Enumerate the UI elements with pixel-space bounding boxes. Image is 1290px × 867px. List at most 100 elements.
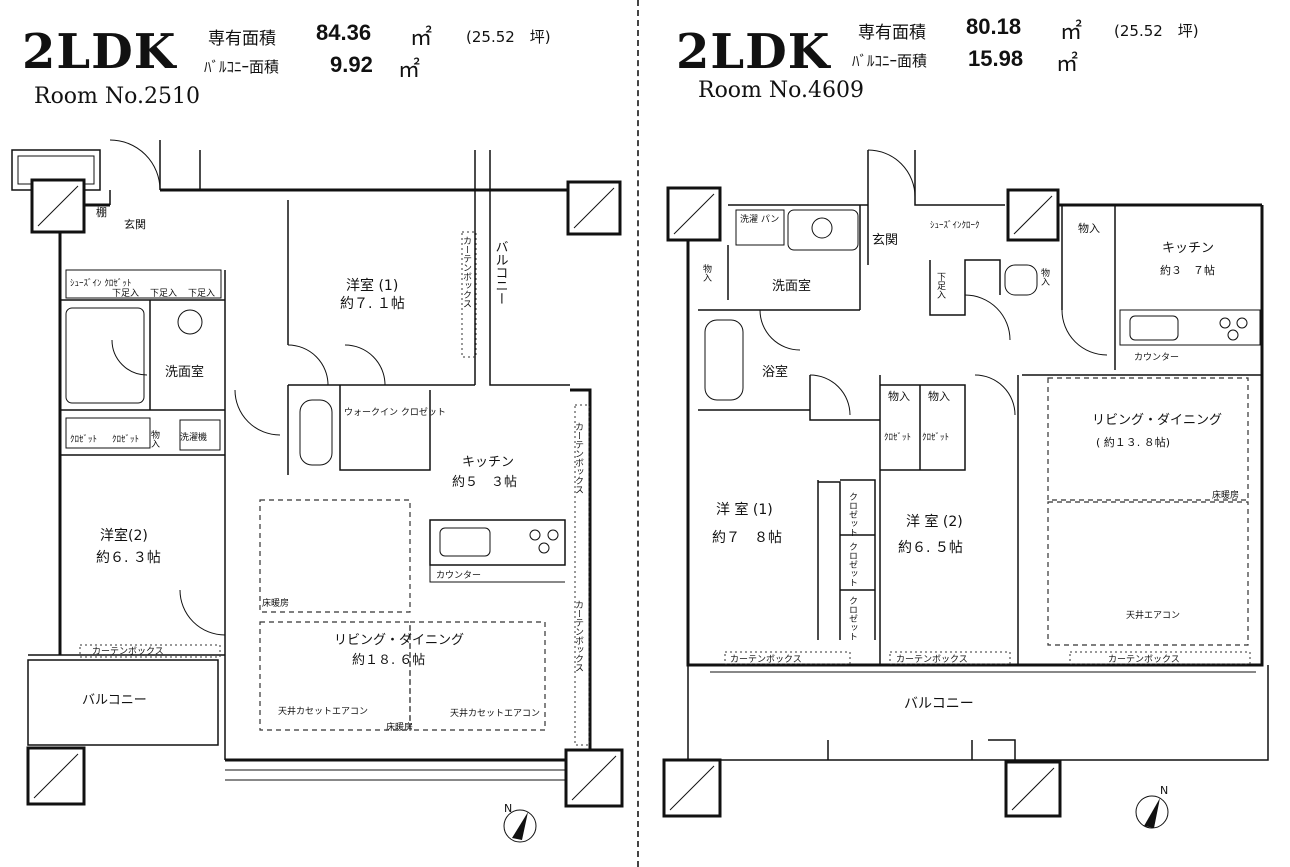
right-label-laundry: 洗濯 パン	[740, 213, 779, 225]
right-balcony-area-value: 15.98	[968, 46, 1024, 71]
left-label-kutsu: ｼｭｰｽﾞｲﾝ ｸﾛｾﾞｯﾄ	[70, 278, 131, 289]
right-compass-icon	[1135, 795, 1169, 829]
right-label-curtain-box2: カーテンボックス	[896, 654, 968, 665]
right-label-balcony: バルコニー	[904, 696, 974, 712]
left-column-tr	[566, 180, 622, 236]
left-label-aircon2: 天井カセットエアコン	[450, 707, 540, 719]
right-label-kitchen-size: 約３ ７帖	[1160, 263, 1215, 277]
right-label-western1: 洋 室 (1)	[716, 501, 773, 518]
right-bathtub	[704, 319, 744, 401]
right-balcony-area-unit: ㎡	[1056, 51, 1079, 76]
left-floor-heat-area-1	[259, 499, 411, 613]
right-label-storage4: 物入	[928, 389, 950, 403]
right-compass-label: N	[1160, 784, 1168, 797]
left-label-western1-size: 約７. １帖	[340, 296, 405, 312]
left-wash-basin	[177, 309, 203, 335]
right-label-storage2: 物入	[1039, 267, 1050, 286]
right-label-aircon: 天井エアコン	[1126, 609, 1180, 621]
left-label-western2-size: 約６. ３帖	[96, 550, 161, 566]
left-label-counter: カウンター	[436, 570, 481, 581]
left-column-br	[564, 748, 624, 808]
left-floor-plan	[11, 139, 624, 808]
right-exclusive-area-unit: ㎡	[1060, 19, 1083, 44]
right-label-counter: カウンター	[1134, 352, 1179, 363]
left-bathtub	[65, 307, 145, 404]
left-label-curtain-box-v3: カーテンボックス	[573, 600, 584, 672]
right-plan-type: 2LDK	[676, 24, 831, 80]
left-label-storage2: 下足入	[150, 288, 177, 299]
left-label-balcony-bottom: バルコニー	[82, 693, 147, 708]
right-label-kitchen: キッチン	[1162, 241, 1214, 256]
right-label-ldk-size: ( 約１３. ８帖)	[1096, 435, 1170, 449]
right-label-ldk: リビング・ダイニング	[1092, 413, 1222, 428]
right-label-storage1: 物入	[1078, 221, 1100, 235]
right-balcony-area-label: ﾊﾞﾙｺﾆｰ面積	[852, 52, 928, 70]
right-label-curtain-box3: カーテンボックス	[1108, 654, 1180, 665]
left-balcony-area-label: ﾊﾞﾙｺﾆｰ面積	[204, 58, 280, 76]
left-kitchen-counter	[429, 519, 566, 566]
left-label-floor-heat1: 床暖房	[262, 597, 289, 609]
left-label-western1: 洋室 (1)	[346, 277, 398, 294]
right-label-western2: 洋 室 (2)	[906, 513, 963, 530]
right-label-washroom: 洗面室	[772, 278, 811, 294]
left-label-closet2: ｸﾛｾﾞｯﾄ	[112, 434, 139, 445]
right-floor-plan	[662, 149, 1269, 818]
left-toilet	[299, 399, 333, 466]
left-label-kitchen-size: 約５ ３帖	[452, 475, 517, 490]
left-column-tl	[30, 178, 86, 234]
right-tsubo: (25.52 坪)	[1114, 22, 1199, 40]
left-label-curtain-box-h: カーテンボックス	[92, 646, 164, 657]
left-label-kitchen: キッチン	[462, 455, 514, 470]
left-exclusive-area-value: 84.36	[316, 20, 372, 45]
left-column-bl	[26, 746, 86, 806]
right-floor-heat-area	[1047, 377, 1249, 501]
right-label-shoes-storage: 下足入	[935, 272, 946, 299]
left-label-curtain-box-v1: カーテンボックス	[461, 236, 472, 308]
left-label-ldk-size: 約１８. ６帖	[352, 653, 425, 668]
right-label-closet-a: クロゼット	[847, 492, 858, 537]
left-compass-icon	[503, 809, 537, 843]
right-column-bl	[662, 758, 722, 818]
left-label-closet1: ｸﾛｾﾞｯﾄ	[70, 434, 97, 445]
left-label-entrance: 玄関	[124, 217, 146, 231]
right-room-number: Room No.4609	[698, 78, 864, 103]
left-bottom-balcony	[27, 659, 219, 746]
left-sink	[439, 527, 491, 557]
left-tsubo: (25.52 坪)	[466, 28, 551, 46]
left-label-ldk: リビング・ダイニング	[334, 633, 464, 648]
left-label-storage3: 下足入	[188, 288, 215, 299]
left-label-storage1: 下足入	[112, 288, 139, 299]
left-compass-label: N	[504, 802, 512, 815]
right-label-western2-size: 約６. ５帖	[898, 540, 963, 556]
right-column-tm	[1006, 188, 1060, 242]
left-label-curtain-box-v2: カーテンボックス	[573, 422, 584, 494]
right-label-closet1: ｸﾛｾﾞｯﾄ	[884, 432, 911, 443]
right-column-tl	[666, 186, 722, 242]
right-exclusive-area-label: 専有面積	[858, 23, 926, 43]
right-exclusive-area-value: 80.18	[966, 14, 1022, 39]
left-label-laundry: 洗濯機	[180, 431, 207, 443]
left-balcony-area-unit: ㎡	[398, 57, 421, 82]
left-label-shoes: 棚	[96, 205, 107, 219]
right-balcony	[687, 665, 1269, 761]
right-label-storage-left: 物入	[701, 263, 712, 282]
left-label-aircon1: 天井カセットエアコン	[278, 705, 368, 717]
right-label-shoes-closet: ｼｭｰｽﾞｲﾝｸﾛｰｸ	[930, 220, 980, 231]
right-column-bm	[1004, 760, 1062, 818]
right-toilet	[1004, 264, 1038, 296]
left-label-balcony-side: バルコニー	[493, 240, 509, 305]
left-exclusive-area-label: 専有面積	[208, 29, 276, 49]
left-label-washroom: 洗面室	[165, 364, 204, 380]
right-label-closet2: ｸﾛｾﾞｯﾄ	[922, 432, 949, 443]
right-label-closet-b: クロゼット	[847, 542, 858, 587]
right-label-curtain-box1: カーテンボックス	[730, 654, 802, 665]
center-divider	[637, 0, 639, 867]
left-label-floor-heat2: 床暖房	[386, 721, 413, 733]
right-label-western1-size: 約７ ８帖	[712, 530, 782, 546]
left-label-western2: 洋室(2)	[100, 527, 148, 544]
right-label-closet-c: クロゼット	[847, 596, 858, 641]
left-balcony-area-value: 9.92	[330, 52, 373, 77]
right-kitchen-counter	[1119, 309, 1261, 346]
right-label-storage3: 物入	[888, 389, 910, 403]
